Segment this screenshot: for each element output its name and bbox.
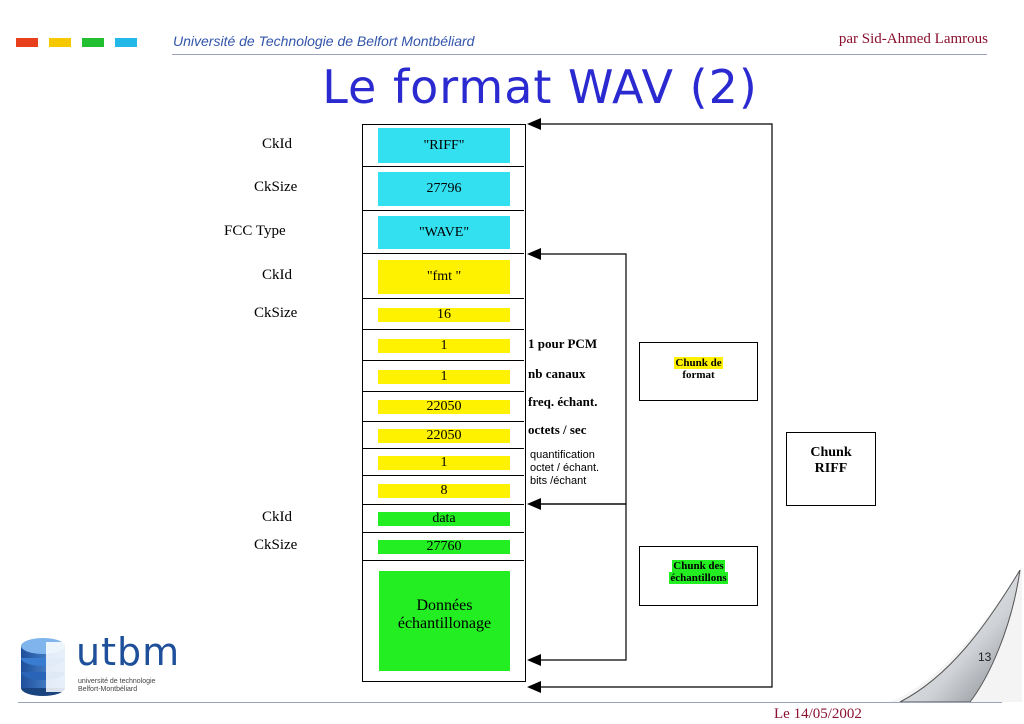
field-name: CkSize	[254, 179, 298, 195]
small-desc-block: quantification octet / échant. bits /éch…	[530, 449, 599, 488]
field-row	[362, 422, 524, 449]
header-divider	[172, 54, 987, 55]
data-block-line1: Données	[416, 597, 473, 614]
field-value: 1	[378, 455, 510, 470]
field-name: CkId	[262, 266, 292, 283]
field-row	[362, 533, 524, 561]
square-green	[82, 38, 104, 47]
field-value: "RIFF"	[378, 128, 510, 163]
field-value: data	[378, 512, 510, 526]
chunk-format-line1: Chunk de	[674, 357, 723, 369]
field-row	[362, 211, 524, 254]
field-value: 22050	[378, 428, 510, 443]
page-curl-decoration	[890, 566, 1022, 703]
chunk-riff-box: Chunk RIFF	[786, 432, 876, 506]
chunk-samples-line2: échantillons	[669, 572, 728, 584]
university-name: Université de Technologie de Belfort Mon…	[173, 33, 475, 49]
logo-tag2: Belfort-Montbéliard	[78, 686, 138, 693]
field-value: 1	[378, 369, 510, 384]
field-value: 27760	[378, 540, 510, 554]
field-name: CkId	[262, 509, 292, 525]
desc-octet-echant: octet / échant.	[530, 462, 600, 474]
field-row	[362, 167, 524, 211]
field-row	[362, 505, 524, 533]
chunk-samples-line1: Chunk des	[672, 560, 725, 572]
square-cyan	[115, 38, 137, 47]
field-description: freq. échant.	[528, 394, 598, 409]
date: Le 14/05/2002	[774, 706, 862, 722]
field-value: 8	[378, 483, 510, 498]
desc-quantification: quantification	[530, 449, 595, 461]
slide-title: Le format WAV (2)	[322, 60, 758, 114]
square-red	[16, 38, 38, 47]
desc-bits-echant: bits /échant	[530, 475, 587, 487]
chunk-riff-line2: RIFF	[814, 461, 848, 476]
field-row	[362, 449, 524, 476]
logo-tag1: université de technologie	[78, 678, 156, 685]
field-value: "fmt "	[378, 259, 510, 294]
data-block-line2: échantillonage	[397, 615, 492, 632]
chunk-samples-box: Chunk des échantillons	[639, 546, 758, 606]
field-row	[362, 476, 524, 505]
author: par Sid-Ahmed Lamrous	[838, 31, 988, 47]
chunk-format-line2: format	[682, 369, 715, 381]
field-row	[362, 299, 524, 330]
field-name: CkSize	[254, 537, 298, 553]
footer-divider	[18, 702, 1002, 703]
field-value: 27796	[378, 172, 510, 206]
logo-text: utbm	[76, 630, 181, 674]
field-value: "WAVE"	[378, 216, 510, 249]
utbm-logo: utbm université de technologie Belfort-M…	[18, 630, 188, 700]
field-row	[362, 254, 524, 299]
chunk-format-box: Chunk de format	[639, 342, 758, 401]
field-name: CkSize	[254, 304, 298, 321]
data-block: Données échantillonage	[379, 571, 510, 671]
chunk-riff-line1: Chunk	[810, 445, 852, 460]
field-row	[362, 361, 524, 392]
field-description: 1 pour PCM	[528, 336, 598, 351]
field-row	[362, 124, 524, 167]
field-description: nb canaux	[528, 366, 586, 381]
field-row	[362, 392, 524, 422]
field-value: 22050	[378, 400, 510, 414]
field-row	[362, 330, 524, 361]
field-name: FCC Type	[224, 222, 286, 239]
stacked-disc-icon	[21, 638, 68, 696]
field-name: CkId	[262, 135, 292, 152]
field-value: 16	[378, 307, 510, 322]
square-yellow	[49, 38, 71, 47]
page-number: 13	[978, 650, 992, 664]
wav-structure	[362, 124, 526, 682]
field-description: octets / sec	[528, 422, 587, 437]
field-value: 1	[378, 338, 510, 353]
